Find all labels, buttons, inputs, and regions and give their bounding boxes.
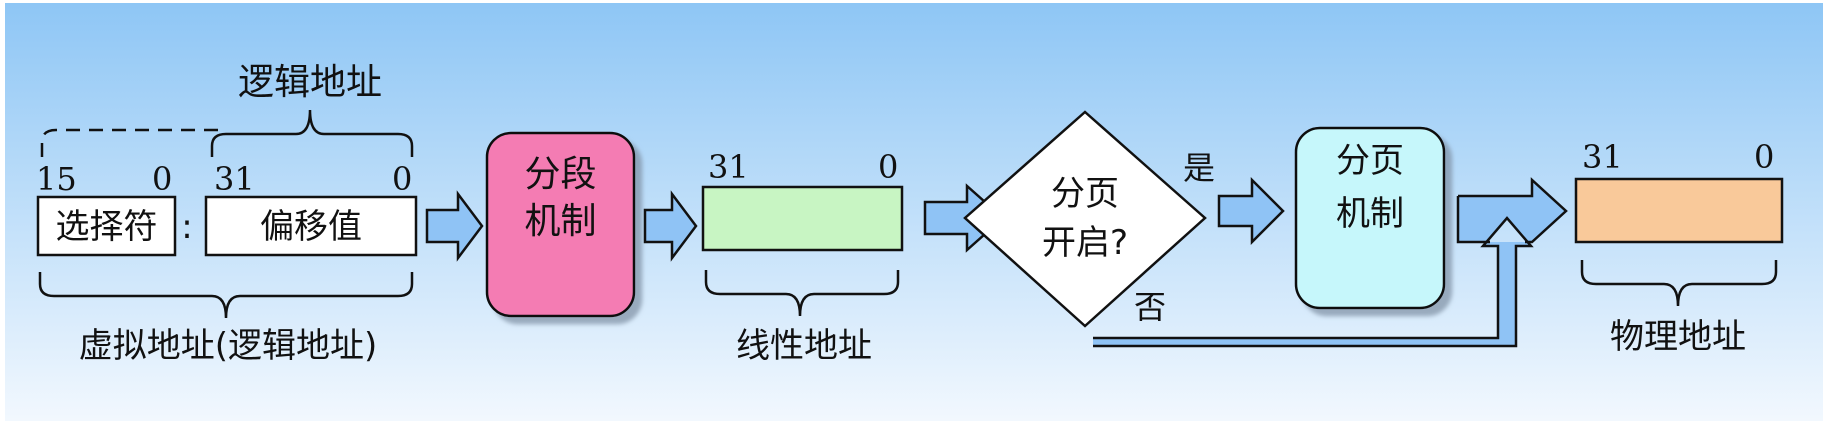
offset-bit-high: 31	[214, 160, 255, 198]
logical-address-brace	[210, 109, 414, 157]
selector-label: 选择符	[56, 207, 158, 247]
segmentation-mechanism-box: 分段 机制	[485, 131, 636, 318]
physical-bit-low: 0	[1754, 138, 1774, 176]
decision-line1: 分页	[1051, 174, 1119, 214]
decision-line2: 开启?	[1042, 223, 1128, 263]
offset-bit-low: 0	[392, 160, 412, 198]
address-separator: :	[181, 207, 192, 247]
linear-bit-high: 31	[708, 148, 749, 186]
selector-bit-high: 15	[36, 160, 77, 198]
physical-bit-high: 31	[1582, 138, 1623, 176]
offset-label: 偏移值	[260, 207, 362, 247]
logical-address-dashed-bracket	[40, 128, 225, 157]
paging-enabled-decision: 分页 开启?	[963, 110, 1207, 328]
paging-line1: 分页	[1336, 141, 1404, 181]
arrow-to-physical-address-outline	[1093, 216, 1534, 348]
physical-address-box	[1574, 177, 1784, 244]
physical-address-caption: 物理地址	[1610, 317, 1746, 357]
virtual-address-caption: 虚拟地址(逻辑地址)	[79, 326, 378, 366]
logical-address-top-label: 逻辑地址	[238, 62, 382, 103]
offset-box: 偏移值	[204, 195, 418, 257]
selector-box: 选择符	[36, 195, 177, 257]
segmentation-line2: 机制	[524, 201, 596, 242]
linear-address-brace	[704, 270, 900, 317]
linear-address-caption: 线性地址	[736, 326, 872, 366]
linear-bit-low: 0	[878, 148, 898, 186]
paging-output-arrow-outline	[1456, 177, 1568, 244]
segmentation-line1: 分段	[524, 154, 596, 195]
arrow-yes-to-paging	[1217, 176, 1285, 246]
physical-address-brace	[1580, 260, 1778, 307]
no-label: 否	[1134, 288, 1166, 326]
linear-address-box	[701, 185, 904, 252]
arrow-to-segmentation	[425, 190, 484, 262]
arrow-to-linear-address	[643, 190, 698, 262]
paging-line2: 机制	[1336, 194, 1404, 234]
selector-bit-low: 0	[152, 160, 172, 198]
paging-mechanism-box: 分页 机制	[1294, 126, 1446, 310]
virtual-address-brace	[38, 272, 414, 319]
yes-label: 是	[1183, 149, 1215, 187]
